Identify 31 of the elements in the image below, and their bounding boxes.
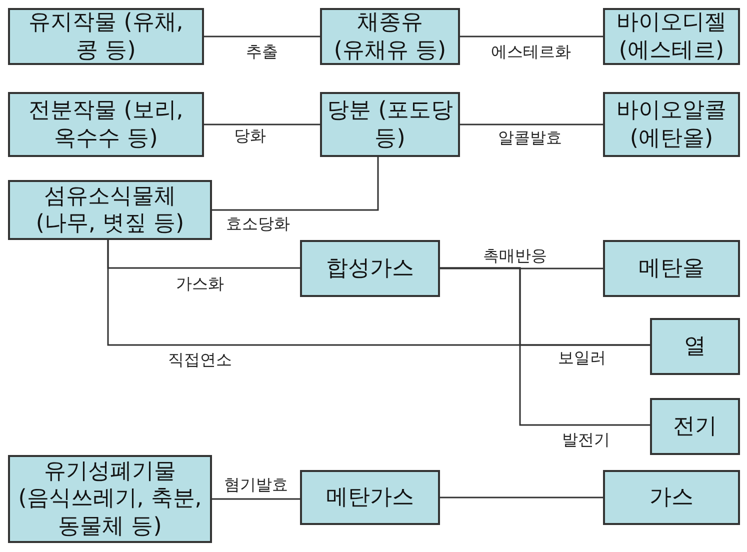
process-box: 열 [650, 318, 740, 375]
connector-line [440, 496, 603, 498]
process-box: 합성가스 [300, 240, 440, 297]
connector-line [440, 268, 603, 270]
connector-line [460, 36, 603, 38]
edge-label: 직접연소 [166, 351, 234, 369]
process-box: 전기 [650, 398, 740, 455]
edge-label: 추출 [244, 43, 280, 61]
process-box: 유지작물 (유채, 콩 등) [8, 8, 204, 65]
connector-line [460, 124, 603, 126]
edge-label: 가스화 [174, 275, 226, 293]
connector-line [204, 36, 320, 38]
process-box: 바이오알콜 (에탄올) [603, 92, 740, 157]
edge-label: 효소당화 [224, 215, 292, 233]
process-box: 당분 (포도당 등) [320, 92, 460, 157]
edge-label: 혐기발효 [222, 476, 290, 494]
process-box: 메탄가스 [300, 470, 440, 525]
edge-label: 알콜발효 [496, 129, 564, 147]
edge-label: 촉매반응 [481, 247, 549, 265]
process-box: 메탄올 [603, 240, 740, 297]
process-box: 섬유소식물체 (나무, 볏짚 등) [8, 180, 212, 240]
process-box: 바이오디젤 (에스테르) [603, 8, 740, 65]
process-box: 채종유 (유채유 등) [320, 8, 460, 65]
process-box: 가스 [603, 470, 740, 525]
process-box: 전분작물 (보리, 옥수수 등) [8, 92, 204, 157]
process-box: 유기성폐기물 (음식쓰레기, 축분, 동물체 등) [8, 455, 212, 543]
edge-label: 에스테르화 [489, 43, 573, 61]
connector-line [212, 157, 379, 211]
connector-line [440, 267, 650, 426]
connector-line [212, 498, 300, 500]
connector-line [204, 124, 320, 126]
